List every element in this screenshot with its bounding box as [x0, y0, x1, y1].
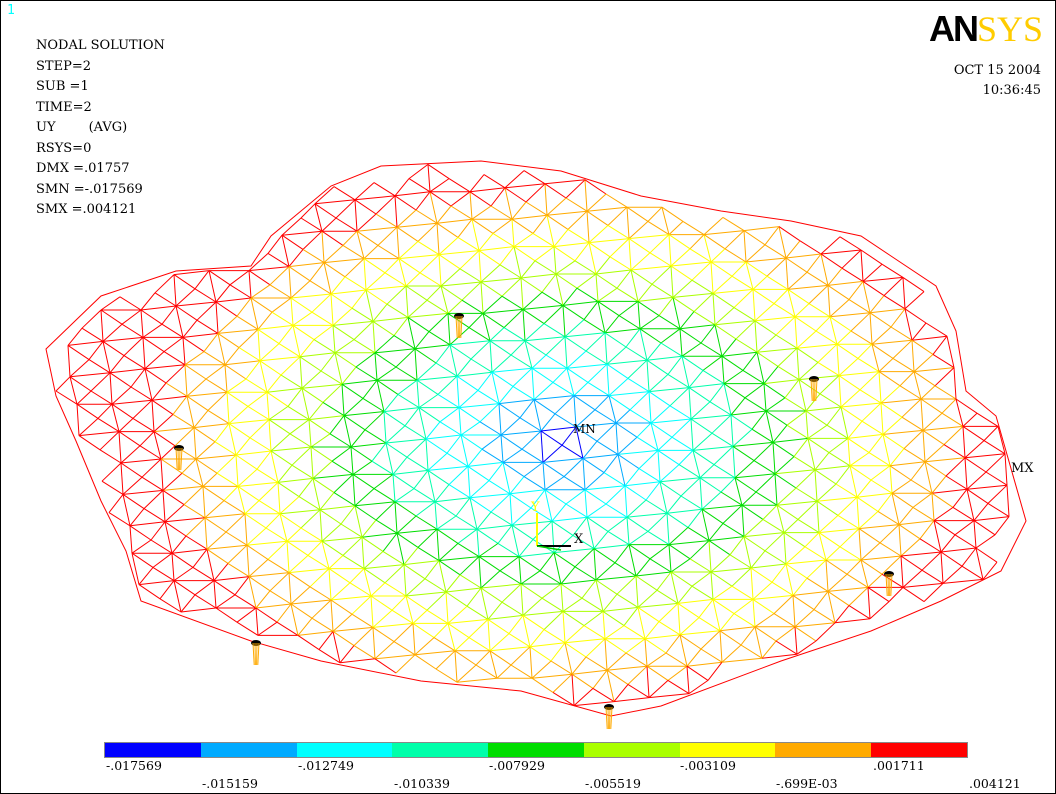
- legend-label-top: -.012749: [298, 758, 354, 773]
- legend-swatch: [583, 743, 680, 757]
- info-uy: UY (AVG): [36, 120, 128, 135]
- legend-label-bottom: -.005519: [585, 776, 641, 791]
- solution-info: NODAL SOLUTION STEP=2 SUB =1 TIME=2 UY (…: [36, 36, 165, 221]
- info-sub: SUB =1: [36, 79, 89, 94]
- window-number: 1: [7, 3, 15, 18]
- legend-swatch: [775, 743, 872, 757]
- info-time: TIME=2: [36, 99, 92, 115]
- info-title: NODAL SOLUTION: [36, 38, 165, 53]
- time-text: 10:36:45: [982, 83, 1041, 98]
- info-smx: SMX =.004121: [36, 202, 137, 217]
- legend-swatch: [871, 743, 968, 757]
- legend-label-bottom: -.010339: [394, 776, 450, 791]
- max-marker: MX: [1011, 461, 1034, 476]
- legend-swatch: [105, 743, 201, 757]
- date-time-block: OCT 15 2004 10:36:45: [954, 61, 1041, 101]
- axis-x-label: X: [574, 532, 584, 547]
- info-rsys: RSYS=0: [36, 140, 92, 156]
- axis-triad: Y X: [530, 500, 584, 551]
- legend-label-top: -.003109: [680, 758, 736, 773]
- legend-swatch: [392, 743, 489, 757]
- legend-label-bottom: .004121: [969, 776, 1021, 791]
- legend-label-top: -.007929: [489, 758, 545, 773]
- legend-label-top: .001711: [873, 758, 925, 773]
- support-icon: [454, 313, 464, 339]
- legend-label-top: -.017569: [106, 758, 162, 773]
- support-icon: [884, 571, 894, 597]
- legend-label-bottom: -.699E-03: [776, 776, 838, 791]
- min-marker: MN: [573, 422, 596, 436]
- legend-label-bottom: -.015159: [202, 776, 258, 791]
- support-icon: [809, 376, 819, 402]
- info-dmx: DMX =.01757: [36, 161, 130, 176]
- support-icon: [174, 445, 184, 471]
- contour-legend-bar: [104, 742, 968, 758]
- support-icon: [604, 704, 614, 730]
- info-step: STEP=2: [36, 58, 91, 74]
- legend-swatch: [200, 743, 297, 757]
- legend-swatch: [679, 743, 776, 757]
- axis-y-label: Y: [530, 500, 540, 515]
- ansys-logo: ANSYS: [928, 8, 1043, 50]
- date-text: OCT 15 2004: [953, 63, 1041, 78]
- legend-swatch: [488, 743, 584, 757]
- info-smn: SMN =-.017569: [36, 181, 143, 197]
- support-icon: [251, 640, 261, 666]
- legend-swatch: [296, 743, 393, 757]
